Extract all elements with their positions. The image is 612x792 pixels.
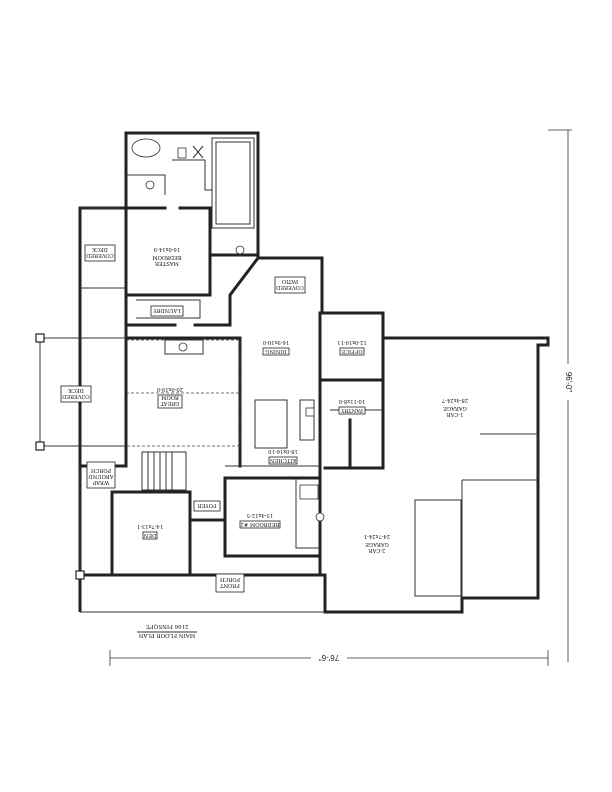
- svg-text:DEN: DEN: [143, 532, 156, 538]
- svg-text:LAUNDRY: LAUNDRY: [153, 307, 181, 313]
- label-great-room: GREATROOM 20-0x19-0: [157, 386, 183, 409]
- svg-text:1-CARGARAGE: 1-CARGARAGE: [443, 405, 467, 417]
- width-dimension: 76'-6": [311, 653, 347, 663]
- tub-icon: [131, 138, 161, 158]
- svg-text:OFFICE: OFFICE: [341, 348, 362, 354]
- svg-text:COVEREDPATIO: COVEREDPATIO: [276, 278, 304, 290]
- label-den: DEN 14-7x13-1: [137, 523, 163, 540]
- label-office: OFFICE 12-0x10-11: [337, 339, 367, 356]
- svg-text:FOYER: FOYER: [196, 502, 216, 508]
- label-covered-deck-upper: COVEREDDECK: [84, 244, 116, 262]
- label-wrap-porch: WRAPAROUNDPORCH: [86, 461, 116, 489]
- svg-text:96'-0": 96'-0": [564, 372, 573, 393]
- dimension-lines: 76'-6" 96'-0": [109, 129, 574, 666]
- shower-icon: [192, 145, 204, 159]
- svg-text:DINING: DINING: [265, 348, 286, 354]
- svg-text:KITCHEN: KITCHEN: [269, 457, 296, 463]
- svg-text:PANTRY: PANTRY: [340, 407, 363, 413]
- dashed-openings: [126, 339, 241, 447]
- svg-text:BEDROOM #2: BEDROOM #2: [241, 521, 280, 527]
- svg-text:12-0x10-11: 12-0x10-11: [337, 339, 367, 345]
- fixtures: [131, 138, 325, 522]
- label-covered-patio: COVEREDPATIO: [274, 276, 306, 294]
- exterior-walls: [39, 131, 550, 614]
- label-kitchen: KITCHEN 18-0x16-10: [268, 448, 298, 465]
- depth-dimension: 96'-0": [564, 364, 574, 400]
- toilet-icon: [145, 180, 155, 190]
- svg-text:MASTERBEDROOM: MASTERBEDROOM: [152, 254, 182, 266]
- svg-text:FRONTPORCH: FRONTPORCH: [219, 576, 240, 588]
- label-dining: DINING 16-9x10-0: [262, 339, 290, 356]
- toilet-icon-2: [235, 245, 245, 255]
- sink-icon: [177, 147, 187, 159]
- interior-walls: [110, 137, 539, 598]
- svg-text:28-4x24-7: 28-4x24-7: [442, 397, 468, 403]
- label-pantry: PANTRY 10-11x8-0: [338, 398, 366, 415]
- label-covered-deck-left: COVEREDDECK: [60, 385, 92, 403]
- svg-text:76'-6": 76'-6": [319, 653, 340, 662]
- svg-text:14-7x13-1: 14-7x13-1: [137, 523, 163, 529]
- svg-text:16-0x14-9: 16-0x14-9: [154, 246, 180, 252]
- label-bedroom2: BEDROOM #2 15-4x12-5: [239, 512, 281, 529]
- svg-text:2166 FINSQFT.: 2166 FINSQFT.: [145, 623, 188, 629]
- svg-text:MAIN FLOOR PLAN: MAIN FLOOR PLAN: [138, 632, 195, 638]
- svg-text:15-4x12-5: 15-4x12-5: [247, 512, 273, 518]
- svg-text:10-11x8-0: 10-11x8-0: [339, 398, 365, 404]
- svg-text:18-0x16-10: 18-0x16-10: [268, 448, 298, 454]
- room-labels: COVEREDDECK MASTERBEDROOM 16-0x14-9 LAUN…: [60, 244, 468, 593]
- porch-posts: [35, 333, 85, 580]
- svg-text:GREATROOM: GREATROOM: [160, 394, 179, 406]
- svg-text:20-0x19-0: 20-0x19-0: [157, 386, 183, 392]
- label-laundry: LAUNDRY: [150, 305, 184, 317]
- label-master-bedroom: MASTERBEDROOM 16-0x14-9: [152, 246, 182, 266]
- fireplace-icon: [178, 342, 188, 352]
- label-2car-garage: 2-CARGARAGE 24-7x24-1: [364, 533, 390, 553]
- svg-text:2-CARGARAGE: 2-CARGARAGE: [365, 541, 389, 553]
- label-foyer: FOYER: [193, 500, 221, 512]
- toilet-icon-3: [315, 512, 325, 522]
- svg-text:COVEREDDECK: COVEREDDECK: [62, 387, 90, 399]
- sink-icon-kitchen: [305, 407, 315, 417]
- label-1car-garage: 1-CARGARAGE 28-4x24-7: [442, 397, 468, 417]
- label-front-porch: FRONTPORCH: [215, 573, 245, 593]
- svg-text:16-9x10-0: 16-9x10-0: [263, 339, 289, 345]
- svg-text:WRAPAROUNDPORCH: WRAPAROUNDPORCH: [89, 467, 115, 485]
- svg-text:COVEREDDECK: COVEREDDECK: [86, 246, 114, 258]
- svg-text:24-7x24-1: 24-7x24-1: [364, 533, 390, 539]
- plan-title: MAIN FLOOR PLAN 2166 FINSQFT.: [137, 623, 197, 638]
